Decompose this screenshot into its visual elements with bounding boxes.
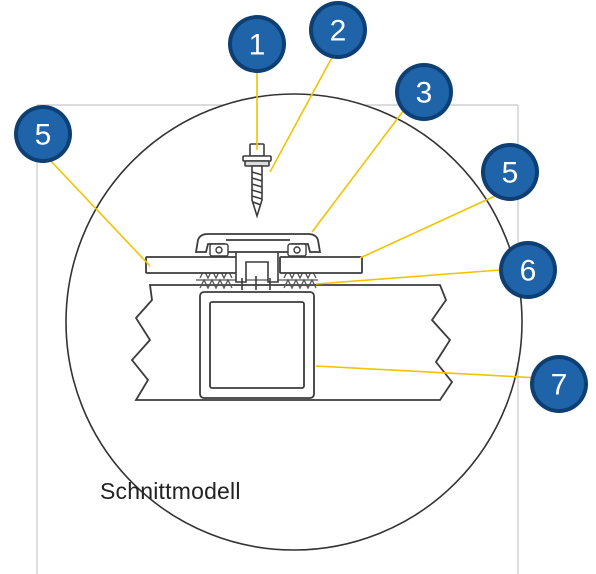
- callout-5-right: 5: [481, 143, 539, 201]
- callout-1: 1: [228, 15, 286, 73]
- callout-3: 3: [395, 63, 453, 121]
- callout-2: 2: [309, 1, 367, 59]
- callout-6: 6: [499, 241, 557, 299]
- callout-5-right-label: 5: [502, 157, 519, 190]
- callout-6-label: 6: [520, 255, 537, 288]
- callout-7: 7: [530, 355, 588, 413]
- callout-2-label: 2: [330, 15, 347, 48]
- callout-badges: 1 2 3 5 5 6 7: [14, 1, 588, 413]
- clip-nuts: [209, 243, 307, 257]
- callout-3-label: 3: [416, 77, 433, 110]
- panel-sheets: [145, 256, 363, 274]
- leader-lines: [47, 49, 541, 379]
- callout-5-left-label: 5: [35, 119, 52, 152]
- callout-7-label: 7: [551, 369, 568, 402]
- square-tube: [199, 291, 315, 399]
- callout-1-label: 1: [249, 29, 266, 62]
- diagram-caption: Schnittmodell: [100, 478, 241, 504]
- screw: [242, 143, 272, 219]
- base-profile: [235, 250, 279, 290]
- callout-5-left: 5: [14, 105, 72, 163]
